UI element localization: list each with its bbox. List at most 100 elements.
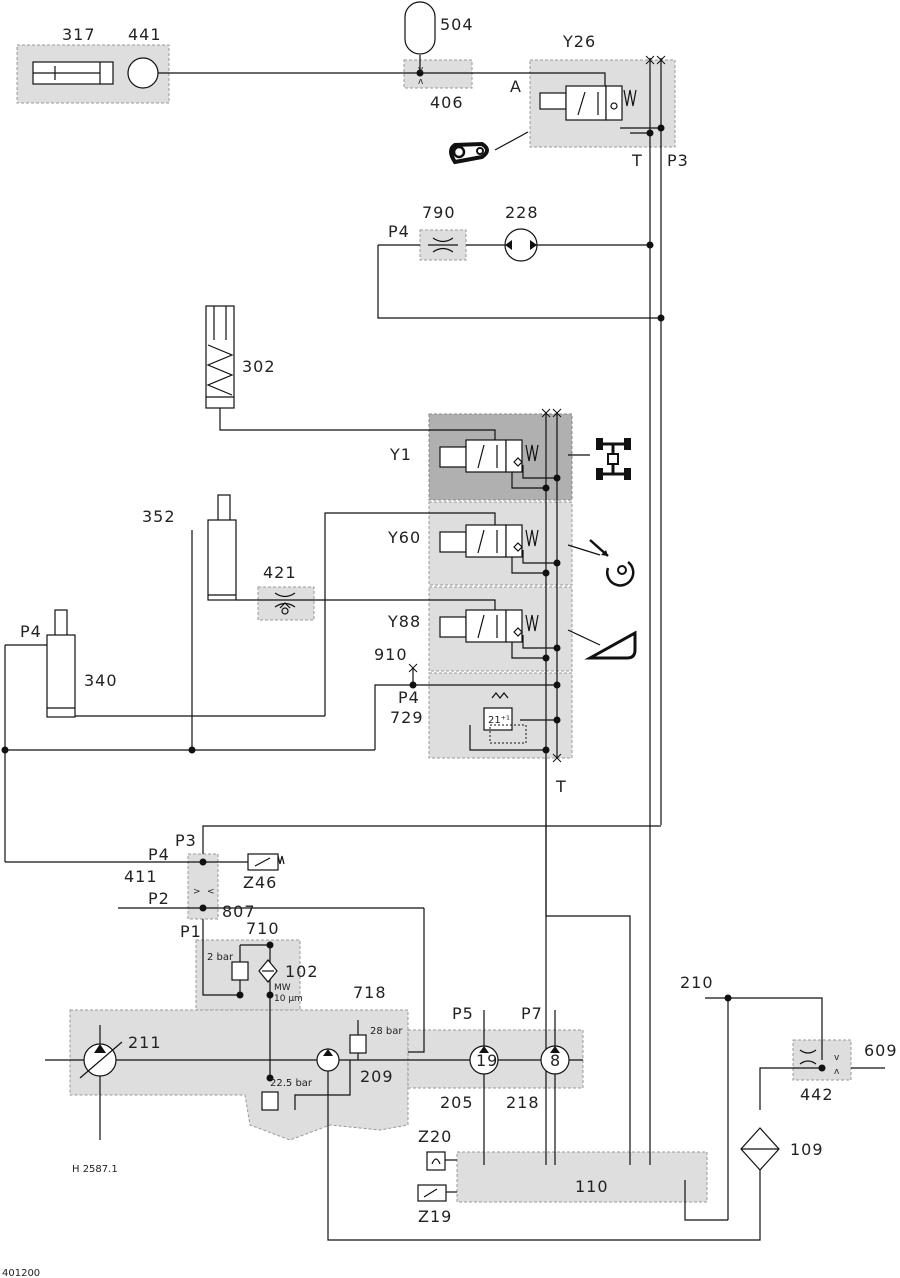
label-P3-b: P3: [175, 831, 197, 850]
label-210: 210: [680, 973, 714, 992]
label-205: 205: [440, 1093, 474, 1112]
drive-axle-icon: [596, 438, 631, 480]
line-terminators: [408, 55, 666, 763]
label-P4-d: P4: [148, 845, 170, 864]
pump-housing-211[interactable]: [69, 1009, 409, 1141]
label-P3-top: P3: [667, 151, 689, 170]
label-609: 609: [864, 1041, 898, 1060]
relief-valve-22-5[interactable]: [261, 1091, 279, 1111]
throttle-check-421[interactable]: [274, 592, 296, 615]
label-211: 211: [128, 1033, 162, 1052]
value-729: 21⁺¹: [488, 715, 510, 726]
label-2bar: 2 bar: [207, 952, 234, 963]
valve-406[interactable]: v ʌ: [418, 65, 424, 87]
label-718: 718: [353, 983, 387, 1002]
label-317: 317: [62, 25, 96, 44]
label-document-number: 401200: [2, 1268, 40, 1278]
pump-211[interactable]: [79, 1041, 123, 1079]
label-P7: P7: [521, 1004, 543, 1023]
rotation-icon: [589, 539, 635, 587]
label-P1: P1: [180, 922, 202, 941]
throttle-790[interactable]: [428, 237, 458, 253]
switch-z19[interactable]: [417, 1184, 447, 1202]
label-710: 710: [246, 919, 280, 938]
label-Z20: Z20: [418, 1127, 452, 1146]
label-Z19: Z19: [418, 1207, 452, 1226]
label-T-top: T: [631, 151, 643, 170]
svg-text:v: v: [418, 65, 424, 75]
svg-text:<: <: [207, 887, 215, 897]
cylinder-340[interactable]: [46, 609, 76, 718]
component-labels: 317 441 504 406 A Y26 T P3 790 228 P4 30…: [2, 15, 898, 1278]
label-mw: MW: [274, 983, 291, 993]
label-22-5bar: 22.5 bar: [270, 1078, 313, 1089]
pressure-switch-z46[interactable]: [247, 853, 285, 871]
label-Y60: Y60: [387, 528, 421, 547]
label-P5: P5: [452, 1004, 474, 1023]
label-28bar: 28 bar: [370, 1026, 403, 1037]
solenoid-valve-y88[interactable]: [439, 609, 601, 646]
label-T-mid: T: [555, 777, 567, 796]
label-209: 209: [360, 1067, 394, 1086]
accumulator-504[interactable]: [404, 1, 436, 55]
pump-209[interactable]: [316, 1034, 367, 1072]
label-421: 421: [263, 563, 297, 582]
svg-text:ʌ: ʌ: [418, 77, 424, 87]
label-228: 228: [505, 203, 539, 222]
label-790: 790: [422, 203, 456, 222]
pump-218[interactable]: [540, 1045, 570, 1075]
label-reference: H 2587.1: [72, 1164, 118, 1175]
svg-text:v: v: [834, 1053, 840, 1063]
belt-drive-icon: [449, 131, 529, 165]
svg-text:ʌ: ʌ: [834, 1067, 840, 1077]
label-807: 807: [222, 902, 256, 921]
label-302: 302: [242, 357, 276, 376]
label-102: 102: [285, 962, 319, 981]
spring-cylinder-302[interactable]: [205, 305, 235, 409]
cylinder-352[interactable]: [207, 494, 237, 601]
label-Y26: Y26: [562, 32, 596, 51]
label-Z46: Z46: [243, 873, 277, 892]
label-218: 218: [506, 1093, 540, 1112]
label-10um: 10 μm: [274, 994, 303, 1004]
pressure-valve-729[interactable]: [483, 692, 527, 744]
label-109: 109: [790, 1140, 824, 1159]
label-504: 504: [440, 15, 474, 34]
cylinder-317[interactable]: [32, 61, 114, 85]
block-406[interactable]: [403, 59, 473, 89]
label-441: 441: [128, 25, 162, 44]
solenoid-valve-y1[interactable]: [439, 439, 590, 473]
label-P4-b: P4: [20, 622, 42, 641]
tilt-ramp-icon: [584, 630, 637, 660]
value-19: 19: [476, 1051, 498, 1070]
label-442: 442: [800, 1085, 834, 1104]
label-Y1: Y1: [389, 445, 412, 464]
valve-442[interactable]: v ʌ: [799, 1049, 840, 1077]
motor-441[interactable]: [127, 57, 159, 89]
label-340: 340: [84, 671, 118, 690]
label-Y88: Y88: [387, 612, 421, 631]
valve-411[interactable]: > <: [193, 887, 215, 897]
pump-205[interactable]: [469, 1045, 499, 1075]
label-A: A: [510, 77, 522, 96]
sensor-z20[interactable]: [426, 1151, 446, 1171]
solenoid-valve-y26[interactable]: [539, 85, 637, 121]
hydraulic-lines: [4, 55, 885, 1241]
tank-110[interactable]: [456, 1151, 708, 1203]
label-352: 352: [142, 507, 176, 526]
label-406: 406: [430, 93, 464, 112]
label-729: 729: [390, 708, 424, 727]
value-8: 8: [550, 1051, 561, 1070]
filter-109[interactable]: [740, 1127, 780, 1171]
junction-dots: [1, 69, 826, 1082]
label-P4-a: P4: [388, 222, 410, 241]
filter-102[interactable]: [231, 959, 278, 983]
solenoid-valve-y60[interactable]: [439, 524, 601, 558]
motor-228[interactable]: [504, 228, 538, 262]
label-P4-c: P4: [398, 688, 420, 707]
label-411: 411: [124, 867, 158, 886]
label-110: 110: [575, 1177, 609, 1196]
label-910: 910: [374, 645, 408, 664]
label-P2: P2: [148, 889, 170, 908]
